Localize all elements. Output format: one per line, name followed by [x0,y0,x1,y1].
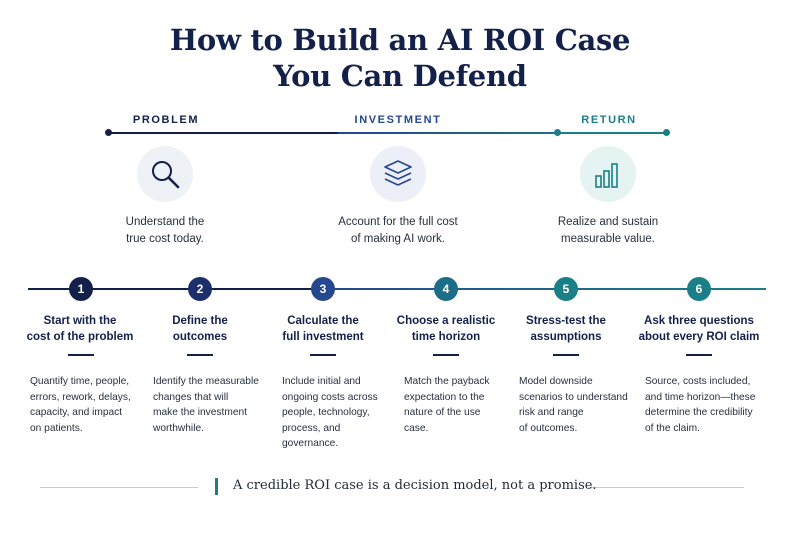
step-line-right [328,288,766,290]
step-title-1: Start with the cost of the problem [5,313,155,345]
step-desc-line: worthwhile. [153,422,204,434]
step-rule-1 [68,354,94,356]
phase-icon-problem [137,146,193,202]
phase-icon-return [580,146,636,202]
page-title: How to Build an AI ROI Case You Can Defe… [0,22,800,94]
step-title-line: time horizon [411,331,481,343]
step-desc-line: capacity, and impact [30,407,123,418]
step-badge-1: 1 [69,277,93,301]
step-desc-4: Match the payback expectation to the nat… [404,374,522,436]
step-desc-line: Source, costs included, [645,376,751,387]
step-desc-line: Model downside [519,376,593,387]
step-desc-line: ongoing costs across [282,391,378,403]
phase-desc-return: Realize and sustain measurable value. [498,214,718,248]
footer-statement: A credible ROI case is a decision model,… [233,478,597,493]
phase-desc-investment: Account for the full cost of making AI w… [288,214,508,248]
phase-label-return: RETURN [581,114,637,126]
step-badge-4: 4 [434,277,458,301]
phase-dot-end [663,129,670,136]
phase-label-investment: INVESTMENT [354,114,442,126]
step-title-3: Calculate the full investment [248,313,398,345]
step-title-line: Stress-test the [526,315,606,327]
step-title-line: Ask three questions [644,315,754,327]
magnifier-icon [152,161,180,189]
phase-label-problem: PROBLEM [132,114,200,126]
step-desc-line: process, and [282,422,341,434]
step-rule-3 [310,354,336,356]
step-desc-line: of the claim. [645,422,700,434]
title-line-2: You Can Defend [273,59,527,93]
phase-dot-start [105,129,112,136]
phase-line-return [558,132,666,134]
phase-desc-line: measurable value. [561,233,655,245]
step-desc-line: scenarios to understand [519,391,628,403]
step-desc-line: on patients. [30,422,83,434]
footer-accent-bar [215,478,218,495]
step-desc-line: of outcomes. [519,422,578,434]
phase-icon-investment [370,146,426,202]
step-desc-line: case. [404,422,429,434]
bar-chart-icon [595,163,618,188]
step-desc-line: expectation to the [404,391,485,403]
step-desc-5: Model downside scenarios to understand r… [519,374,643,436]
step-desc-2: Identify the measurable changes that wil… [153,374,271,436]
step-desc-6: Source, costs included, and time horizon… [645,374,780,436]
step-desc-1: Quantify time, people, errors, rework, d… [30,374,148,436]
layers-icon [384,160,412,186]
step-title-line: cost of the problem [26,331,134,343]
step-desc-line: changes that will [153,391,229,403]
step-title-line: Define the [172,315,228,327]
step-desc-3: Include initial and ongoing costs across… [282,374,400,452]
step-desc-line: Include initial and [282,376,361,387]
step-badge-2: 2 [188,277,212,301]
step-title-5: Stress-test the assumptions [491,313,641,345]
footer-divider-left [40,487,198,488]
phase-desc-line: Account for the full cost [338,216,458,228]
step-title-4: Choose a realistic time horizon [371,313,521,345]
step-desc-line: Identify the measurable [153,376,259,387]
step-desc-line: Match the payback [404,376,490,387]
step-desc-line: determine the credibility [645,407,753,418]
phase-desc-problem: Understand the true cost today. [55,214,275,248]
step-title-line: assumptions [530,331,602,343]
step-rule-5 [553,354,579,356]
step-title-line: Start with the [43,315,117,327]
title-line-1: How to Build an AI ROI Case [169,23,631,57]
phase-desc-line: of making AI work. [351,233,445,245]
step-rule-2 [187,354,213,356]
step-desc-line: people, technology, [282,407,370,418]
step-desc-line: governance. [282,438,339,449]
step-title-line: full investment [282,331,364,343]
step-badge-5: 5 [554,277,578,301]
phase-dot-return [554,129,561,136]
footer-divider-right [588,487,744,488]
step-rule-4 [433,354,459,356]
step-title-2: Define the outcomes [125,313,275,345]
step-title-6: Ask three questions about every ROI clai… [624,313,774,345]
phase-desc-line: Understand the [125,216,205,228]
step-desc-line: risk and range [519,407,584,418]
step-badge-3: 3 [311,277,335,301]
phase-line-investment [338,132,558,134]
step-desc-line: and time horizon—these [645,391,756,403]
step-title-line: Calculate the [287,315,359,327]
step-rule-6 [686,354,712,356]
phase-desc-line: true cost today. [126,233,204,245]
phase-line-problem [108,132,338,134]
step-line-left [28,288,328,290]
phase-desc-line: Realize and sustain [557,216,659,228]
step-title-line: Choose a realistic [396,315,496,327]
step-badge-6: 6 [687,277,711,301]
step-desc-line: Quantify time, people, [30,376,130,387]
step-desc-line: nature of the use [404,407,481,418]
step-desc-line: make the investment [153,407,247,418]
step-title-line: about every ROI claim [638,331,760,343]
step-desc-line: errors, rework, delays, [30,391,131,403]
step-title-line: outcomes [172,331,228,343]
